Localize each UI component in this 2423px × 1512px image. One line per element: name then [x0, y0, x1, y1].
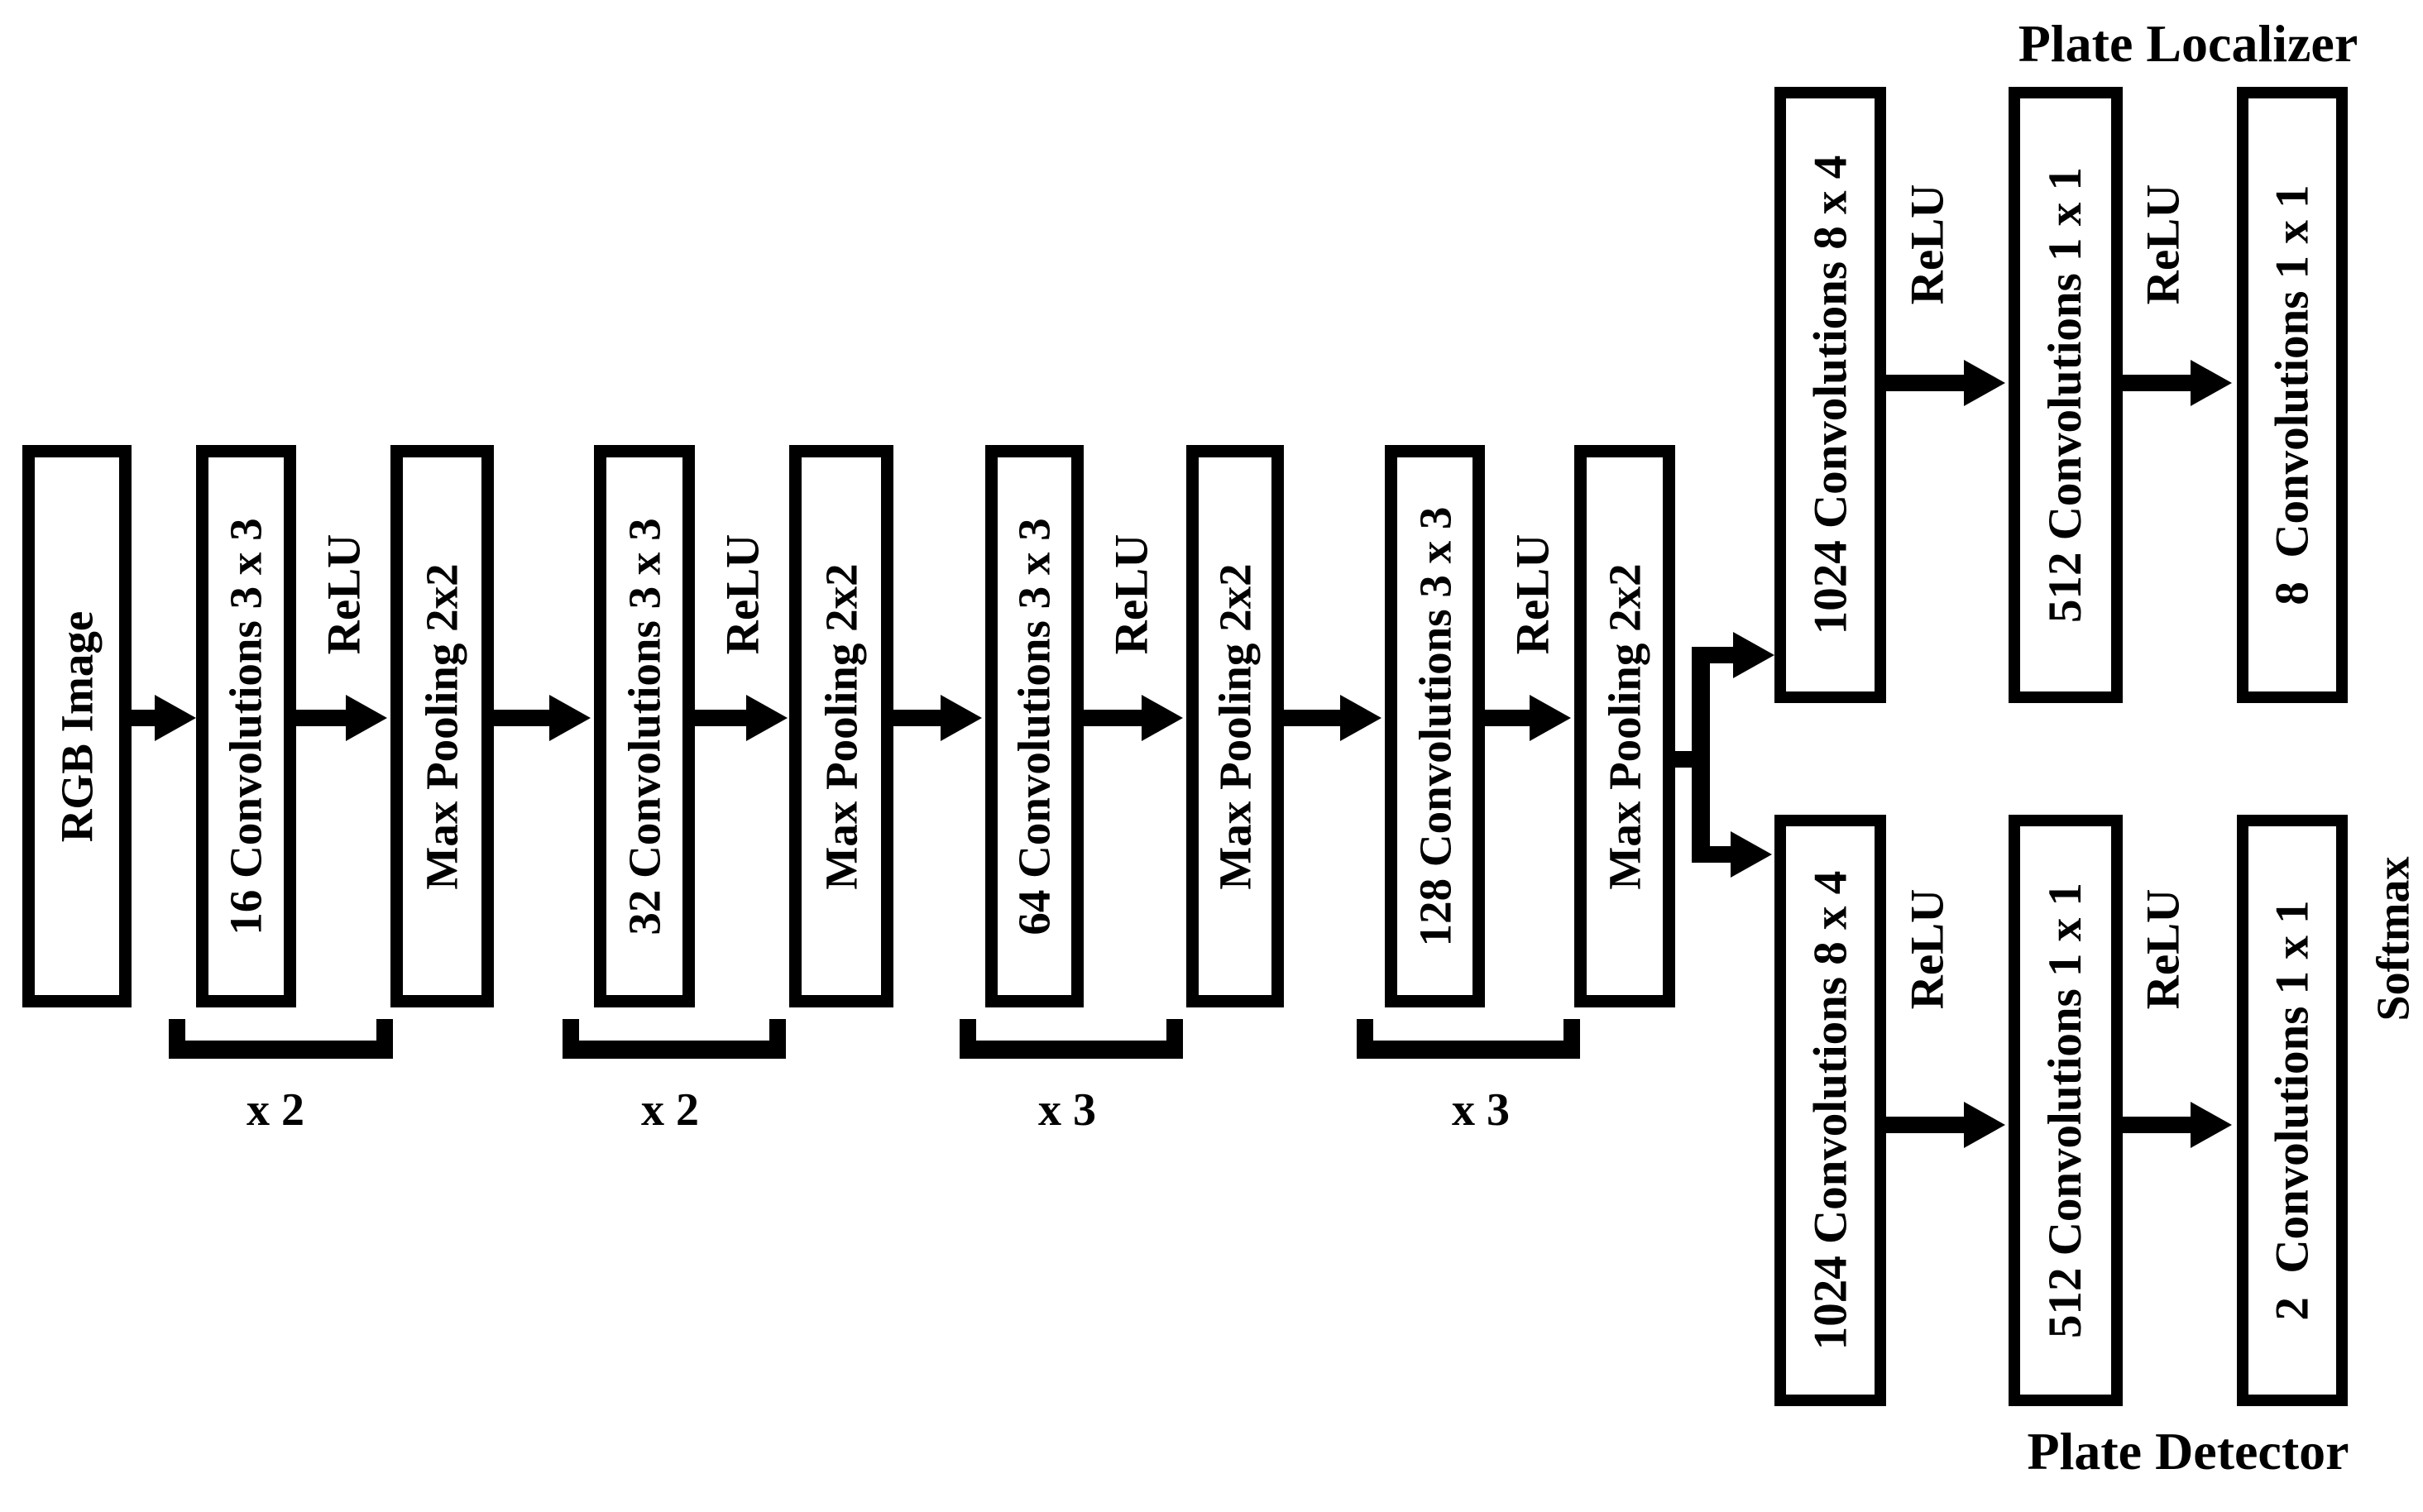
split-stub-line — [1675, 751, 1693, 768]
detector-conv2-label: 2 Convolutions 1 x 1 — [2266, 900, 2319, 1321]
arrow-head-icon — [1530, 695, 1571, 741]
localizer-conv8-label: 8 Convolutions 1 x 1 — [2266, 184, 2319, 605]
arrow-line — [1485, 710, 1530, 726]
conv32-box-label: 32 Convolutions 3 x 3 — [619, 517, 670, 935]
relu-label: ReLU — [716, 534, 769, 654]
maxpool3-box-label: Max Pooling 2x2 — [1209, 562, 1261, 890]
maxpool4-box: Max Pooling 2x2 — [1574, 445, 1675, 1007]
arrow-head-icon — [155, 695, 196, 741]
detector-title: Plate Detector — [2027, 1422, 2349, 1481]
relu-label: ReLU — [1901, 184, 1954, 304]
arrow-line — [1886, 375, 1964, 391]
localizer-conv8-box: 8 Convolutions 1 x 1 — [2237, 87, 2348, 703]
relu-label: ReLU — [2137, 184, 2190, 304]
arrow-line — [893, 710, 941, 726]
arrow-line — [1284, 710, 1340, 726]
repeat-bracket — [563, 1019, 786, 1059]
detector-conv1024-label: 1024 Convolutions 8 x 4 — [1804, 870, 1857, 1351]
localizer-conv1024-box: 1024 Convolutions 8 x 4 — [1774, 87, 1886, 703]
maxpool1-box: Max Pooling 2x2 — [390, 445, 494, 1007]
relu-label: ReLU — [1105, 534, 1158, 654]
detector-conv1024-box: 1024 Convolutions 8 x 4 — [1774, 815, 1886, 1406]
arrow-head-icon — [1340, 695, 1381, 741]
relu-label: ReLU — [2137, 888, 2190, 1009]
repeat-label: x 2 — [247, 1084, 304, 1136]
arrow-head-icon — [1731, 831, 1772, 878]
maxpool1-box-label: Max Pooling 2x2 — [417, 562, 468, 890]
localizer-title: Plate Localizer — [2018, 14, 2358, 73]
input-box-label: RGB Image — [51, 610, 103, 842]
maxpool3-box: Max Pooling 2x2 — [1186, 445, 1284, 1007]
relu-label: ReLU — [1506, 534, 1559, 654]
arrow-line — [695, 710, 746, 726]
localizer-conv512-box: 512 Convolutions 1 x 1 — [2009, 87, 2123, 703]
localizer-conv1024-label: 1024 Convolutions 8 x 4 — [1804, 155, 1857, 635]
split-trunk-line — [1692, 647, 1710, 863]
detector-conv512-box: 512 Convolutions 1 x 1 — [2009, 815, 2123, 1406]
repeat-label: x 3 — [1452, 1084, 1510, 1136]
detector-conv2-box: 2 Convolutions 1 x 1 — [2237, 815, 2348, 1406]
conv64-box-label: 64 Convolutions 3 x 3 — [1009, 517, 1061, 935]
softmax-label: Softmax — [2368, 856, 2420, 1022]
relu-label: ReLU — [1901, 888, 1954, 1009]
arrow-line — [2123, 1117, 2191, 1133]
arrow-line — [296, 710, 346, 726]
arrow-head-icon — [1964, 360, 2005, 406]
maxpool4-box-label: Max Pooling 2x2 — [1599, 562, 1650, 890]
arrow-line — [2123, 375, 2191, 391]
localizer-conv512-label: 512 Convolutions 1 x 1 — [2039, 166, 2092, 624]
arrow-head-icon — [1964, 1102, 2005, 1148]
split-arm-line — [1710, 846, 1732, 863]
arrow-head-icon — [549, 695, 591, 741]
arrow-head-icon — [941, 695, 982, 741]
arrow-line — [132, 710, 156, 726]
arrow-line — [1886, 1117, 1964, 1133]
input-box: RGB Image — [22, 445, 132, 1007]
arrow-head-icon — [1142, 695, 1183, 741]
conv128-box-label: 128 Convolutions 3 x 3 — [1410, 506, 1461, 946]
maxpool2-box: Max Pooling 2x2 — [789, 445, 893, 1007]
split-arm-line — [1710, 647, 1735, 663]
arrow-head-icon — [1733, 632, 1774, 678]
arrow-head-icon — [346, 695, 387, 741]
arrow-line — [1084, 710, 1142, 726]
conv16-box-label: 16 Convolutions 3 x 3 — [221, 517, 272, 935]
arrow-head-icon — [2191, 1102, 2232, 1148]
repeat-bracket — [1357, 1019, 1580, 1059]
repeat-bracket — [169, 1019, 393, 1059]
arrow-head-icon — [2191, 360, 2232, 406]
relu-label: ReLU — [318, 534, 371, 654]
arrow-line — [494, 710, 549, 726]
conv32-box: 32 Convolutions 3 x 3 — [594, 445, 695, 1007]
maxpool2-box-label: Max Pooling 2x2 — [816, 562, 867, 890]
repeat-label: x 2 — [641, 1084, 699, 1136]
repeat-label: x 3 — [1038, 1084, 1096, 1136]
arrow-head-icon — [746, 695, 788, 741]
repeat-bracket — [960, 1019, 1183, 1059]
conv16-box: 16 Convolutions 3 x 3 — [196, 445, 296, 1007]
conv128-box: 128 Convolutions 3 x 3 — [1385, 445, 1485, 1007]
conv64-box: 64 Convolutions 3 x 3 — [985, 445, 1084, 1007]
detector-conv512-label: 512 Convolutions 1 x 1 — [2039, 882, 2092, 1339]
